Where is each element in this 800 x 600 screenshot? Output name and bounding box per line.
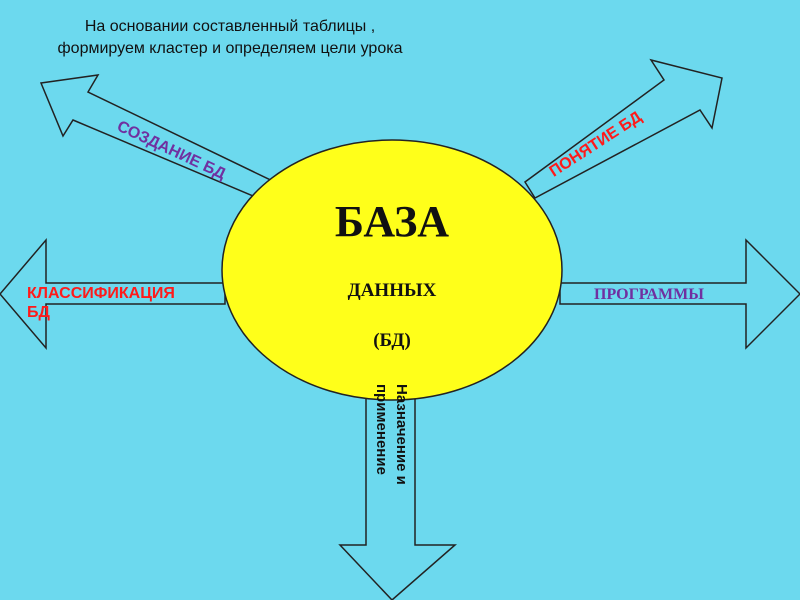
arrow-concept (523, 58, 723, 199)
arrow-creation (39, 74, 285, 205)
arrow-programs (559, 238, 800, 350)
label-programs: ПРОГРАММЫ (594, 286, 704, 303)
center-line-2: ДАННЫХ (347, 280, 437, 301)
arrow-purpose (338, 389, 457, 600)
center-ellipse (221, 139, 563, 401)
heading-line-1: На основании составленный таблицы , (84, 18, 376, 35)
label-classification-line-1: КЛАССИФИКАЦИЯ (27, 285, 175, 302)
heading-line-2: формируем кластер и определяем цели урок… (57, 40, 403, 57)
slide-heading: На основании составленный таблицы , форм… (0, 16, 460, 60)
label-purpose-line-1: Назначение и (393, 384, 410, 485)
label-classification-line-2: БД (27, 304, 50, 321)
arrow-classification (0, 237, 226, 351)
center-title: БАЗА (334, 197, 450, 246)
label-purpose: Назначение и применение (371, 384, 411, 564)
label-purpose-line-2: применение (373, 384, 390, 475)
center-line-3: (БД) (373, 330, 411, 351)
label-classification: КЛАССИФИКАЦИЯ БД (27, 284, 175, 322)
